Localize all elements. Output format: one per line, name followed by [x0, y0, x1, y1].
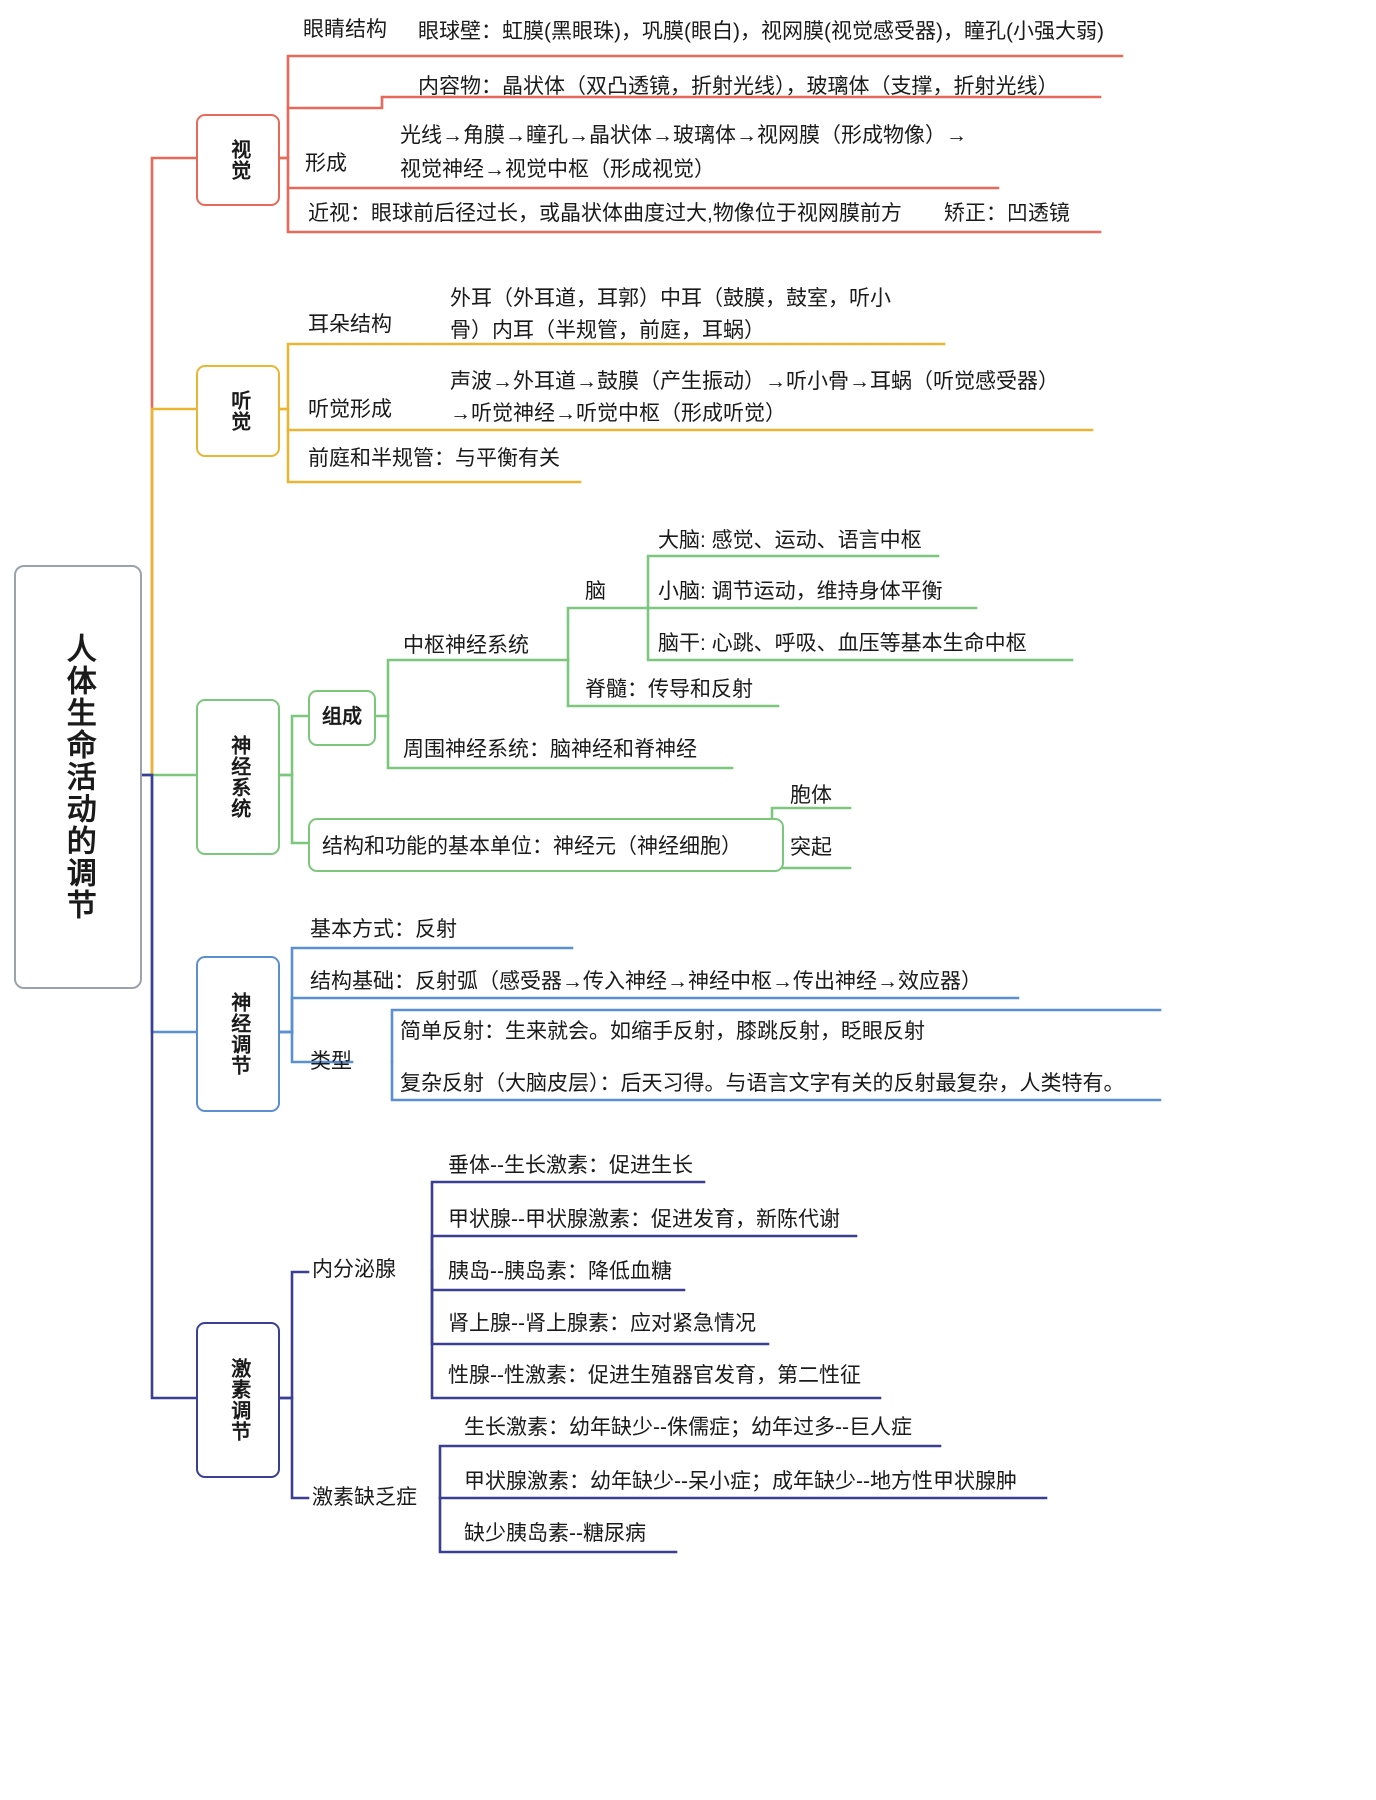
pancreas-islet-text: 胰岛--胰岛素：降低血糖 — [448, 1260, 672, 1283]
hearing-formation-line1: 声波→外耳道→鼓膜（产生振动）→听小骨→耳蜗（听觉感受器） — [450, 370, 1059, 393]
hearing-ear-structure-label: 耳朵结构 — [308, 313, 392, 336]
nervous-composition-node[interactable]: 组成 — [308, 690, 376, 746]
hearing-ear-structure-line2: 骨）内耳（半规管，前庭，耳蜗） — [450, 319, 765, 342]
endocrine-glands-label: 内分泌腺 — [312, 1258, 396, 1281]
root-node[interactable]: 人体生命活动的调节 — [14, 565, 142, 989]
vision-formation-label: 形成 — [305, 152, 347, 175]
thyroid-text: 甲状腺--甲状腺激素：促进发育，新陈代谢 — [448, 1208, 840, 1231]
vision-formation-line1: 光线→角膜→瞳孔→晶状体→玻璃体→视网膜（形成物像）→ — [400, 124, 967, 147]
adrenal-text: 肾上腺--肾上腺素：应对紧急情况 — [448, 1312, 756, 1335]
branch-label-hormone-regulation: 激素调节 — [227, 1358, 250, 1442]
vision-eye-structure-label: 眼睛结构 — [303, 18, 387, 41]
complex-reflex-text: 复杂反射（大脑皮层）：后天习得。与语言文字有关的反射最复杂，人类特有。 — [400, 1072, 1125, 1095]
branch-label-vision: 视觉 — [227, 139, 250, 181]
hearing-balance-text: 前庭和半规管：与平衡有关 — [308, 447, 560, 470]
branch-label-hearing: 听觉 — [227, 390, 250, 432]
vision-contents-text: 内容物：晶状体（双凸透镜，折射光线），玻璃体（支撑，折射光线） — [418, 75, 1059, 98]
hormone-deficiency-label: 激素缺乏症 — [312, 1486, 417, 1509]
gonad-text: 性腺--性激素：促进生殖器官发育，第二性征 — [448, 1364, 861, 1387]
simple-reflex-text: 简单反射：生来就会。如缩手反射，膝跳反射，眨眼反射 — [400, 1020, 925, 1043]
thyroid-hormone-deficiency-text: 甲状腺激素：幼年缺少--呆小症；成年缺少--地方性甲状腺肿 — [464, 1470, 1017, 1493]
pituitary-text: 垂体--生长激素：促进生长 — [448, 1154, 693, 1177]
brain-label: 脑 — [585, 580, 606, 603]
reflex-type-label: 类型 — [310, 1050, 352, 1073]
nervous-composition-label: 组成 — [322, 706, 362, 729]
insulin-deficiency-text: 缺少胰岛素--糖尿病 — [464, 1522, 646, 1545]
neurite-text: 突起 — [790, 836, 832, 859]
hearing-ear-structure-line1: 外耳（外耳道，耳郭）中耳（鼓膜，鼓室，听小 — [450, 287, 891, 310]
branch-node-hormone-regulation[interactable]: 激素调节 — [196, 1322, 280, 1478]
reflex-basic-mode-text: 基本方式：反射 — [310, 918, 457, 941]
peripheral-nervous-system-text: 周围神经系统：脑神经和脊神经 — [403, 738, 697, 761]
spinal-cord-text: 脊髓：传导和反射 — [585, 678, 753, 701]
hearing-formation-label: 听觉形成 — [308, 398, 392, 421]
vision-myopia-text: 近视：眼球前后径过长，或晶状体曲度过大,物像位于视网膜前方 矫正：凹透镜 — [308, 202, 1070, 225]
central-nervous-system-label: 中枢神经系统 — [403, 634, 529, 657]
branch-label-nervous-regulation: 神经调节 — [227, 992, 250, 1076]
brainstem-text: 脑干: 心跳、呼吸、血压等基本生命中枢 — [658, 632, 1027, 655]
branch-node-hearing[interactable]: 听觉 — [196, 365, 280, 457]
neuron-box-label: 结构和功能的基本单位：神经元（神经细胞） — [322, 835, 742, 858]
root-label: 人体生命活动的调节 — [61, 633, 95, 921]
growth-hormone-deficiency-text: 生长激素：幼年缺少--侏儒症；幼年过多--巨人症 — [464, 1416, 912, 1439]
cerebrum-text: 大脑: 感觉、运动、语言中枢 — [658, 529, 922, 552]
cerebellum-text: 小脑: 调节运动，维持身体平衡 — [658, 580, 943, 603]
branch-node-vision[interactable]: 视觉 — [196, 114, 280, 206]
soma-text: 胞体 — [790, 784, 832, 807]
vision-eyeball-wall-text: 眼球壁：虹膜(黑眼珠)，巩膜(眼白)，视网膜(视觉感受器)，瞳孔(小强大弱) — [418, 20, 1104, 43]
neuron-box[interactable]: 结构和功能的基本单位：神经元（神经细胞） — [308, 818, 784, 872]
reflex-arc-text: 结构基础：反射弧（感受器→传入神经→神经中枢→传出神经→效应器） — [310, 970, 982, 993]
vision-formation-line2: 视觉神经→视觉中枢（形成视觉） — [400, 158, 715, 181]
hearing-formation-line2: →听觉神经→听觉中枢（形成听觉） — [450, 402, 786, 425]
branch-node-nervous-regulation[interactable]: 神经调节 — [196, 956, 280, 1112]
branch-node-nervous-system[interactable]: 神经系统 — [196, 699, 280, 855]
branch-label-nervous-system: 神经系统 — [227, 735, 250, 819]
